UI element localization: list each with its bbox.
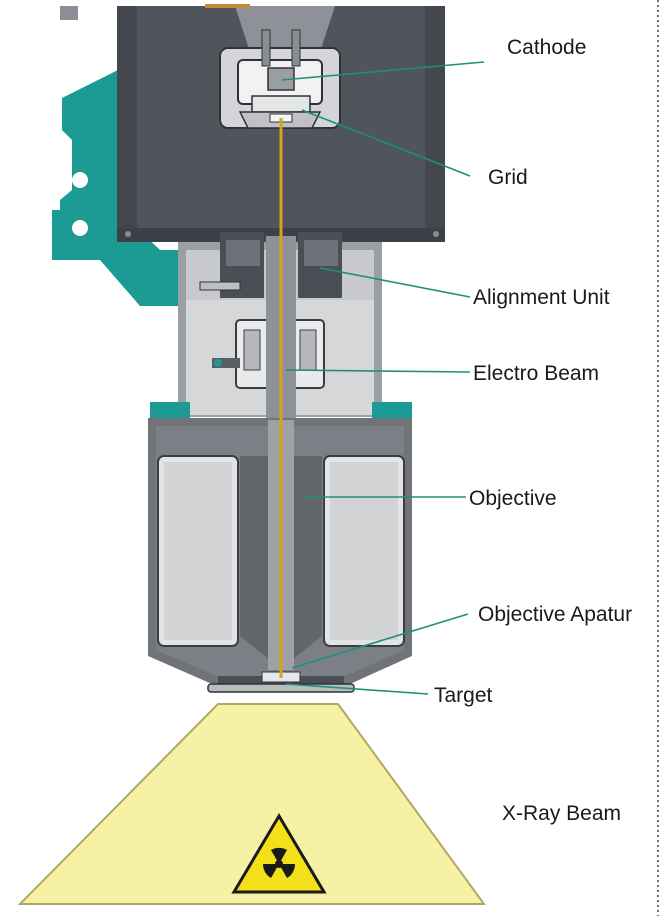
leader-lines [281, 61, 485, 695]
leader-target [285, 683, 429, 695]
label-xray-beam: X-Ray Beam [502, 802, 621, 825]
leader-grid [301, 109, 471, 177]
label-objective: Objective [469, 487, 557, 510]
xray-cone [17, 703, 486, 905]
leader-cathode [281, 61, 485, 81]
teal-bracket [52, 70, 180, 306]
label-objective-aperture: Objective Apatur [478, 603, 632, 626]
leader-alignment [319, 267, 471, 298]
label-alignment-unit: Alignment Unit [473, 286, 610, 309]
label-target: Target [434, 684, 493, 707]
leader-aperture [291, 613, 469, 669]
top-tab [60, 6, 78, 20]
label-electro-beam: Electro Beam [473, 362, 599, 385]
radiation-warning-icon [231, 813, 327, 894]
leader-electro-beam [285, 369, 471, 373]
label-cathode: Cathode [507, 36, 586, 59]
label-grid: Grid [488, 166, 528, 189]
